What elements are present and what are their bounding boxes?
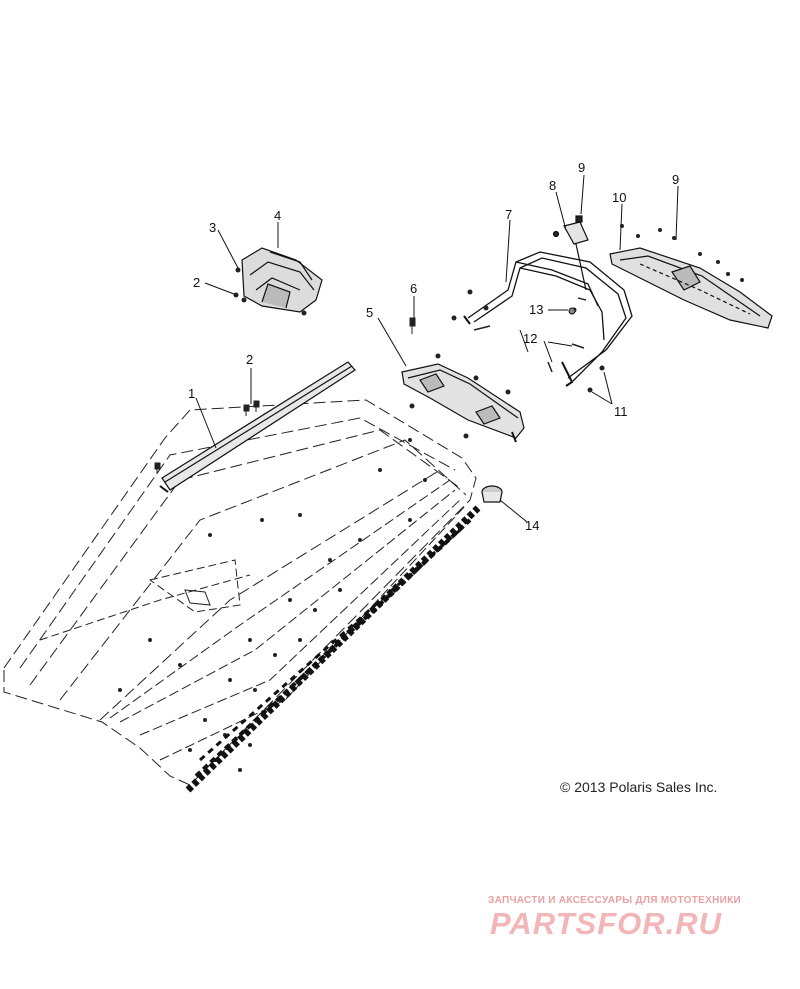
watermark-tagline: ЗАПЧАСТИ И АКСЕССУАРЫ ДЛЯ МОТОТЕХНИКИ <box>488 895 741 906</box>
callout-6: 6 <box>410 281 417 296</box>
watermark-logo: PARTSFOR.RU <box>490 906 723 941</box>
leader-lines <box>195 174 679 523</box>
callout-4: 4 <box>274 208 281 223</box>
callout-13: 13 <box>529 302 543 317</box>
copyright-notice: © 2013 Polaris Sales Inc. <box>560 779 718 795</box>
track-lugs <box>185 505 481 793</box>
cover-housing <box>241 247 323 313</box>
callout-12: 12 <box>523 331 537 346</box>
callout-9a: 9 <box>578 160 585 175</box>
plug-cap <box>481 485 503 503</box>
bumper-handle <box>463 251 633 387</box>
mount-bracket <box>401 363 525 443</box>
washer <box>568 307 576 315</box>
floor-panel <box>3 399 477 786</box>
cover-fasteners <box>233 267 307 316</box>
callout-10: 10 <box>612 190 626 205</box>
strap-plate <box>552 215 589 291</box>
rear-flap <box>609 247 773 329</box>
callout-11: 11 <box>614 404 628 419</box>
callout-2a: 2 <box>246 352 253 367</box>
callout-7: 7 <box>505 207 512 222</box>
rail-screws <box>154 400 260 474</box>
callout-2b: 2 <box>193 275 200 290</box>
callout-labels: 1 2 2 3 4 5 6 7 8 9 9 10 11 12 13 14 <box>188 160 679 533</box>
callout-14: 14 <box>525 518 539 533</box>
bracket-fasteners <box>409 317 511 439</box>
callout-1: 1 <box>188 386 195 401</box>
callout-8: 8 <box>549 178 556 193</box>
rail-extrusion <box>159 361 356 493</box>
callout-5: 5 <box>366 305 373 320</box>
callout-9b: 9 <box>672 172 679 187</box>
callout-3: 3 <box>209 220 216 235</box>
